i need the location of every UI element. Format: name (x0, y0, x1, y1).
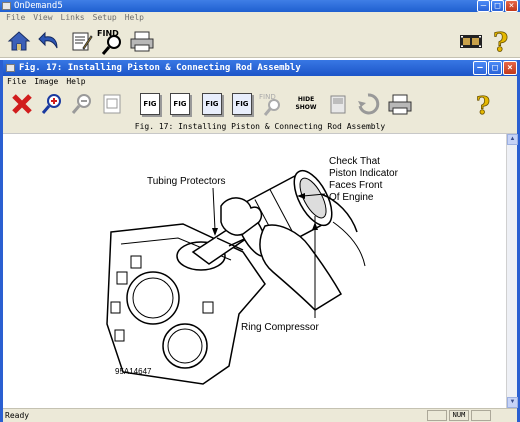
hide-show-icon[interactable]: HIDE SHOW (293, 91, 319, 117)
erase-icon[interactable] (325, 91, 351, 117)
zoom-out-icon[interactable] (69, 91, 95, 117)
figure-subtitle: Fig. 17: Installing Piston & Connecting … (3, 120, 517, 134)
figure-viewport[interactable]: Tubing Protectors Check That Piston Indi… (3, 134, 506, 408)
menu-links[interactable]: Links (60, 13, 85, 22)
figure-menu-file[interactable]: File (7, 77, 27, 86)
app-icon (2, 2, 11, 10)
svg-text:?: ? (493, 28, 508, 55)
figure-id: 95A14647 (115, 367, 152, 376)
hide-label: HIDE (297, 96, 315, 103)
doc-icon (6, 64, 15, 72)
status-cell-1 (427, 410, 447, 421)
fig-icon[interactable]: FIG (137, 91, 163, 117)
fig-zoom-label: FIG (170, 93, 190, 115)
fig-prev-label: FIG (202, 93, 222, 115)
fig-next-icon[interactable]: FIG (229, 91, 255, 117)
zoom-in-icon[interactable] (39, 91, 65, 117)
find-label: FIND (97, 29, 119, 38)
home-icon[interactable] (6, 28, 32, 54)
outer-menu-bar: File View Links Setup Help (0, 12, 520, 24)
close-button[interactable]: × (505, 0, 518, 12)
menu-help[interactable]: Help (124, 13, 144, 22)
figure-print-icon[interactable] (387, 91, 413, 117)
label-check-3: Faces Front (329, 180, 383, 191)
show-label: SHOW (295, 104, 317, 111)
menu-view[interactable]: View (33, 13, 53, 22)
menu-setup[interactable]: Setup (92, 13, 117, 22)
figure-help-icon[interactable]: ? (471, 91, 497, 118)
fit-icon[interactable] (99, 91, 125, 117)
label-ring-compressor: Ring Compressor (241, 322, 319, 333)
figure-toolbar: FIG FIG FIG FIG FIND HIDE SHOW (3, 88, 517, 120)
svg-text:?: ? (476, 91, 490, 118)
status-cell-2 (471, 410, 491, 421)
figure-minimize-button[interactable]: – (473, 61, 487, 75)
figure-maximize-button[interactable]: □ (488, 61, 502, 75)
figure-menu-bar: File Image Help (3, 76, 517, 88)
figure-close-button[interactable]: × (503, 61, 517, 75)
status-bar: Ready NUM (3, 408, 517, 422)
scroll-up-arrow[interactable]: ▲ (507, 134, 518, 145)
label-check-4: Of Engine (329, 192, 374, 203)
piston-illustration: Tubing Protectors Check That Piston Indi… (106, 156, 399, 385)
help-icon[interactable]: ? (488, 26, 514, 56)
vertical-scrollbar[interactable]: ▲ ▼ (506, 134, 518, 408)
app-title: OnDemand5 (14, 1, 63, 11)
maximize-button[interactable]: □ (491, 0, 504, 12)
back-arrow-icon[interactable] (36, 28, 62, 54)
label-check-1: Check That (329, 156, 380, 167)
label-tubing-protectors: Tubing Protectors (147, 176, 226, 187)
label-check-2: Piston Indicator (329, 168, 399, 179)
fig-next-label: FIG (232, 93, 252, 115)
figure-window-title: Fig. 17: Installing Piston & Connecting … (19, 63, 301, 73)
figure-menu-image[interactable]: Image (34, 77, 59, 86)
menu-file[interactable]: File (6, 13, 26, 22)
close-x-icon[interactable] (9, 91, 35, 117)
figure-window-title-bar[interactable]: Fig. 17: Installing Piston & Connecting … (3, 60, 517, 76)
app-title-bar[interactable]: OnDemand5 – □ × (0, 0, 520, 12)
status-text: Ready (5, 411, 30, 420)
figure-window: Fig. 17: Installing Piston & Connecting … (0, 60, 520, 422)
find-icon[interactable]: FIND (96, 26, 126, 56)
fig-label: FIG (140, 93, 160, 115)
rotate-icon[interactable] (355, 91, 381, 117)
outer-toolbar: FIND ? (0, 24, 520, 58)
notes-icon[interactable] (68, 28, 94, 54)
fig-prev-icon[interactable]: FIG (199, 91, 225, 117)
print-icon[interactable] (128, 28, 156, 54)
film-icon[interactable] (458, 28, 484, 54)
figure-find-label: FIND (259, 93, 276, 101)
fig-zoom-icon[interactable]: FIG (167, 91, 193, 117)
num-lock-indicator: NUM (449, 410, 469, 421)
scroll-down-arrow[interactable]: ▼ (507, 397, 518, 408)
minimize-button[interactable]: – (477, 0, 490, 12)
figure-find-icon[interactable]: FIND (259, 91, 285, 117)
figure-menu-help[interactable]: Help (66, 77, 86, 86)
